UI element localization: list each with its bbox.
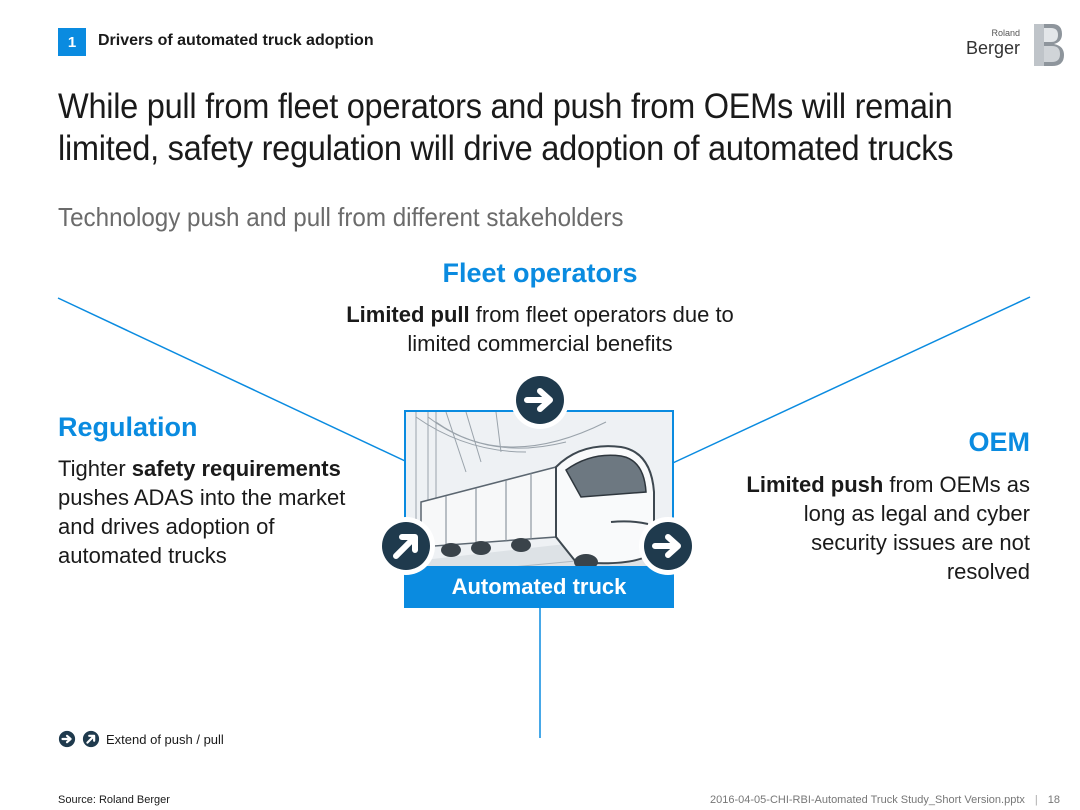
regulation-bold: safety requirements — [131, 456, 341, 481]
regulation-text-2: pushes ADAS into the market and drives a… — [58, 485, 346, 568]
footer-file-info: 2016-04-05-CHI-RBI-Automated Truck Study… — [700, 794, 1060, 806]
roland-berger-logo: Roland Berger — [966, 24, 1070, 68]
truck-caption: Automated truck — [404, 566, 674, 608]
footer-separator: | — [1034, 794, 1038, 806]
logo-small-text: Roland — [991, 28, 1020, 38]
fleet-push-arrow-icon — [511, 371, 569, 429]
footer-filename: 2016-04-05-CHI-RBI-Automated Truck Study… — [710, 794, 1025, 806]
regulation-title: Regulation — [58, 412, 198, 442]
fleet-bold: Limited pull — [346, 302, 470, 327]
oem-title: OEM — [968, 427, 1030, 457]
fleet-rest: from fleet operators due to limited comm… — [407, 302, 734, 356]
page-subtitle: Technology push and pull from different … — [58, 202, 624, 232]
legend: Extend of push / pull — [58, 730, 224, 748]
fleet-operators-title: Fleet operators — [442, 258, 638, 288]
legend-arrow-right-icon — [58, 730, 76, 748]
page-number: 18 — [1047, 794, 1060, 806]
line-regulation — [57, 297, 421, 469]
section-number: 1 — [58, 28, 86, 56]
legend-arrow-up-right-icon — [82, 730, 100, 748]
regulation-push-arrow-icon — [377, 517, 435, 575]
section-title: Drivers of automated truck adoption — [98, 32, 374, 49]
oem-rest: from OEMs as long as legal and cyber sec… — [803, 472, 1030, 584]
fleet-operators-text: Limited pull from fleet operators due to… — [340, 300, 740, 358]
legend-text: Extend of push / pull — [106, 731, 224, 747]
oem-bold: Limited push — [746, 472, 884, 497]
regulation-text: Tighter safety requirements pushes ADAS … — [58, 454, 378, 570]
logo-big-text: Berger — [965, 38, 1020, 58]
oem-push-arrow-icon — [639, 517, 697, 575]
oem-text: Limited push from OEMs as long as legal … — [730, 470, 1030, 586]
regulation-text-1: Tighter — [58, 456, 132, 481]
line-oem — [661, 296, 1031, 469]
logo-b-mark-icon — [1034, 24, 1064, 66]
source-note: Source: Roland Berger — [58, 794, 170, 806]
page-headline: While pull from fleet operators and push… — [58, 87, 954, 168]
